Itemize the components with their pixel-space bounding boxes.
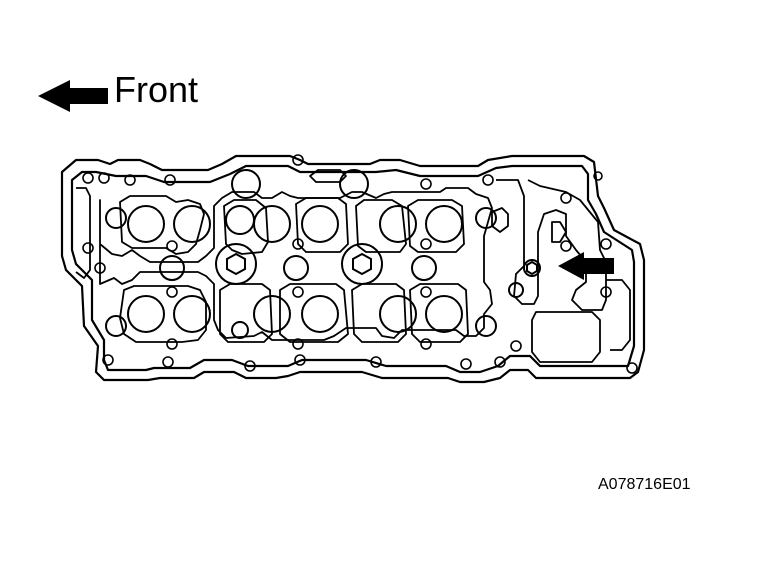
port-circle: [253, 205, 291, 243]
port-circle: [425, 205, 463, 243]
port-circle: [159, 255, 185, 281]
port-circle: [411, 255, 437, 281]
inner-chambers: [75, 169, 631, 363]
port-circle: [127, 295, 165, 333]
port-circle: [173, 205, 211, 243]
bolt-hole: [341, 243, 383, 285]
ports: [105, 169, 524, 339]
port-circle: [105, 315, 127, 337]
port-circle: [173, 295, 211, 333]
port-circle: [475, 315, 497, 337]
small-holes: [82, 154, 638, 374]
figure-code: A078716E01: [598, 476, 691, 493]
bolt-hole: [215, 243, 257, 285]
hex-nut-icon: [526, 260, 538, 276]
hex-nut-icon: [226, 252, 246, 276]
port-circle: [225, 205, 255, 235]
bolt-hole: [523, 259, 541, 277]
port-circle: [339, 169, 369, 199]
port-circle: [379, 205, 417, 243]
port-circle: [301, 205, 339, 243]
port-circle: [379, 295, 417, 333]
port-circle: [231, 169, 261, 199]
port-circle: [301, 295, 339, 333]
port-circle: [231, 321, 249, 339]
port-circle: [508, 282, 524, 298]
front-arrow-icon: [38, 80, 108, 112]
port-circle: [127, 205, 165, 243]
callout-arrow-icon: [558, 252, 614, 280]
port-circle: [425, 295, 463, 333]
front-label: Front: [114, 69, 199, 110]
port-circle: [475, 207, 497, 229]
hex-nut-icon: [352, 252, 372, 276]
port-circle: [105, 207, 127, 229]
port-circle: [283, 255, 309, 281]
port-circle: [253, 295, 291, 333]
bolt-holes: [215, 243, 541, 285]
